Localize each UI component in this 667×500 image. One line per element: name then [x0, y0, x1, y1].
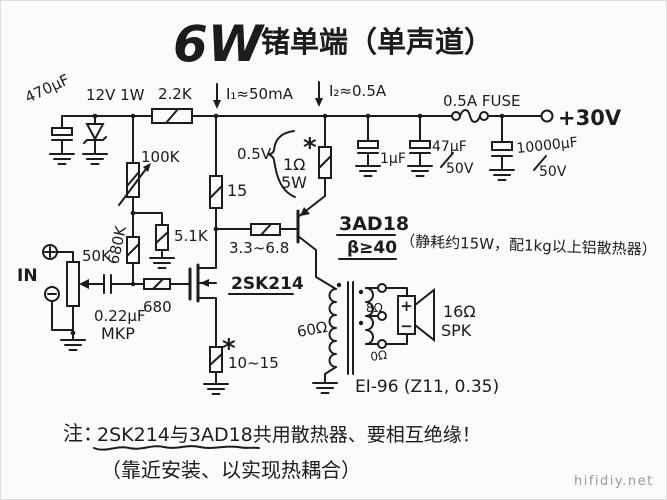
title: 6W 锗单端（单声道）: [173, 15, 493, 73]
bottom-note: 注： 2SK214与3AD18共用散热器、要相互绝缘！ （靠近安装、以实现热耦合…: [63, 421, 481, 482]
resistor-5k1-label: 5.1K: [174, 227, 209, 245]
cap-470uf-label: 470μF: [22, 71, 72, 107]
cap-1uf-label: 1μF: [380, 151, 406, 167]
title-wattage: 6W: [173, 15, 266, 73]
note-line1: 2SK214与3AD18共用散热器、要相互绝缘！: [97, 424, 481, 446]
primary-impedance-label: 60Ω: [296, 318, 329, 341]
note-line2: （靠近安装、以实现热耦合）: [101, 458, 361, 482]
speaker: + − 16Ω SPK: [385, 287, 476, 345]
note-underline: [93, 445, 260, 451]
ground-icon: [489, 169, 515, 181]
ground-icon: [407, 165, 433, 177]
secondary-winding: [365, 287, 374, 345]
tap-8ohm-label: 8Ω: [366, 301, 383, 315]
resistor-15: 15: [209, 115, 247, 230]
mosfet-2sk214: 2SK214: [188, 228, 304, 348]
ground-icon: [312, 382, 338, 394]
pot-50k-label: 50K: [82, 247, 112, 265]
emitter-voltage-label: 0.5V: [237, 145, 272, 163]
cap-0u22-label: 0.22μF: [94, 307, 146, 325]
voltage-brace: [267, 130, 296, 198]
speaker-minus: −: [400, 317, 413, 335]
tap-0ohm-label: 0Ω: [369, 348, 388, 364]
fuse: 0.5A FUSE: [443, 92, 521, 123]
zener-12v: 12V 1W: [82, 86, 145, 165]
vr-100k: 100K: [118, 115, 181, 214]
current-arrow-i1: I₁≈50mA: [213, 83, 294, 109]
ground-icon: [49, 153, 75, 165]
resistor-680: 680: [130, 278, 191, 316]
cap-47uf-voltage: 50V: [446, 161, 474, 177]
output-transformer: 60Ω 8Ω 0Ω EI-96 (Z11, 0.35): [296, 281, 499, 397]
input-label: IN: [17, 266, 38, 286]
resistor-2k2-label: 2.2K: [158, 85, 193, 103]
i2-label: I₂≈0.5A: [329, 82, 387, 100]
ground-icon: [203, 383, 229, 395]
pot-50k: 50K: [51, 247, 112, 351]
ground-icon: [60, 339, 86, 351]
bjt-3ad18-label: 3AD18: [339, 213, 409, 235]
cap-0u22: 0.22μF MKP: [94, 274, 146, 343]
speaker-impedance-label: 16Ω: [443, 302, 476, 321]
ground-icon: [149, 257, 175, 269]
speaker-plus: +: [400, 297, 413, 315]
vr-100k-label: 100K: [141, 148, 181, 166]
select-on-test-star: *: [303, 133, 317, 163]
cap-1uf: 1μF: [355, 115, 406, 177]
input-jack: IN: [17, 244, 60, 302]
resistor-emitter-1r: * 1Ω 5W 0.5V: [237, 115, 332, 198]
cap-0u22-type: MKP: [101, 324, 135, 343]
title-text: 锗单端（单声道）: [261, 25, 493, 59]
cap-10000uf-voltage: 50V: [539, 164, 567, 180]
cap-47uf: 47μF 50V: [407, 115, 474, 177]
primary-winding: [328, 288, 337, 368]
zener-label: 12V 1W: [86, 86, 145, 104]
supply-voltage-label: +30V: [558, 106, 622, 130]
speaker-label: SPK: [441, 321, 472, 340]
current-arrow-i2: I₂≈0.5A: [315, 81, 387, 107]
resistor-15-label: 15: [227, 181, 247, 200]
i1-label: I₁≈50mA: [226, 85, 294, 103]
fuse-label: 0.5A FUSE: [443, 92, 521, 110]
resistor-5k1: 5.1K: [132, 212, 209, 269]
note-prefix: 注：: [63, 421, 103, 445]
ground-icon: [355, 165, 381, 177]
resistor-680-label: 680: [143, 298, 172, 316]
power-rail: [61, 113, 542, 119]
resistor-2k2: 2.2K: [151, 85, 193, 124]
resistor-emitter-wattage: 5W: [281, 173, 307, 192]
select-on-test-star: *: [222, 334, 236, 364]
resistor-base-3r3-6r8: 3.3~6.8: [213, 223, 299, 257]
watermark: hifidiy.net: [574, 474, 654, 489]
transformer-core-label: EI-96 (Z11, 0.35): [355, 377, 499, 397]
cap-10000uf-label: 10000μF: [516, 135, 579, 157]
cap-10000uf: 10000μF 50V: [489, 115, 579, 181]
bjt-3ad18: 3AD18 β≥40 （静耗约15W，配1kg以上铝散热器）: [296, 195, 657, 290]
resistor-emitter-label: 1Ω: [283, 155, 305, 174]
cap-470uf: 470μF: [22, 71, 75, 165]
ground-icon: [82, 153, 108, 165]
core: [347, 281, 354, 375]
resistor-base-label: 3.3~6.8: [229, 239, 289, 257]
resistor-source-10-15: * 10~15: [203, 334, 279, 395]
resistor-source-label: 10~15: [228, 354, 279, 372]
heatsink-note: （静耗约15W，配1kg以上铝散热器）: [400, 232, 657, 259]
supply-terminal: +30V: [540, 106, 622, 130]
bjt-beta-label: β≥40: [347, 238, 397, 258]
cap-47uf-label: 47μF: [432, 139, 467, 155]
mosfet-2sk214-label: 2SK214: [231, 274, 304, 294]
